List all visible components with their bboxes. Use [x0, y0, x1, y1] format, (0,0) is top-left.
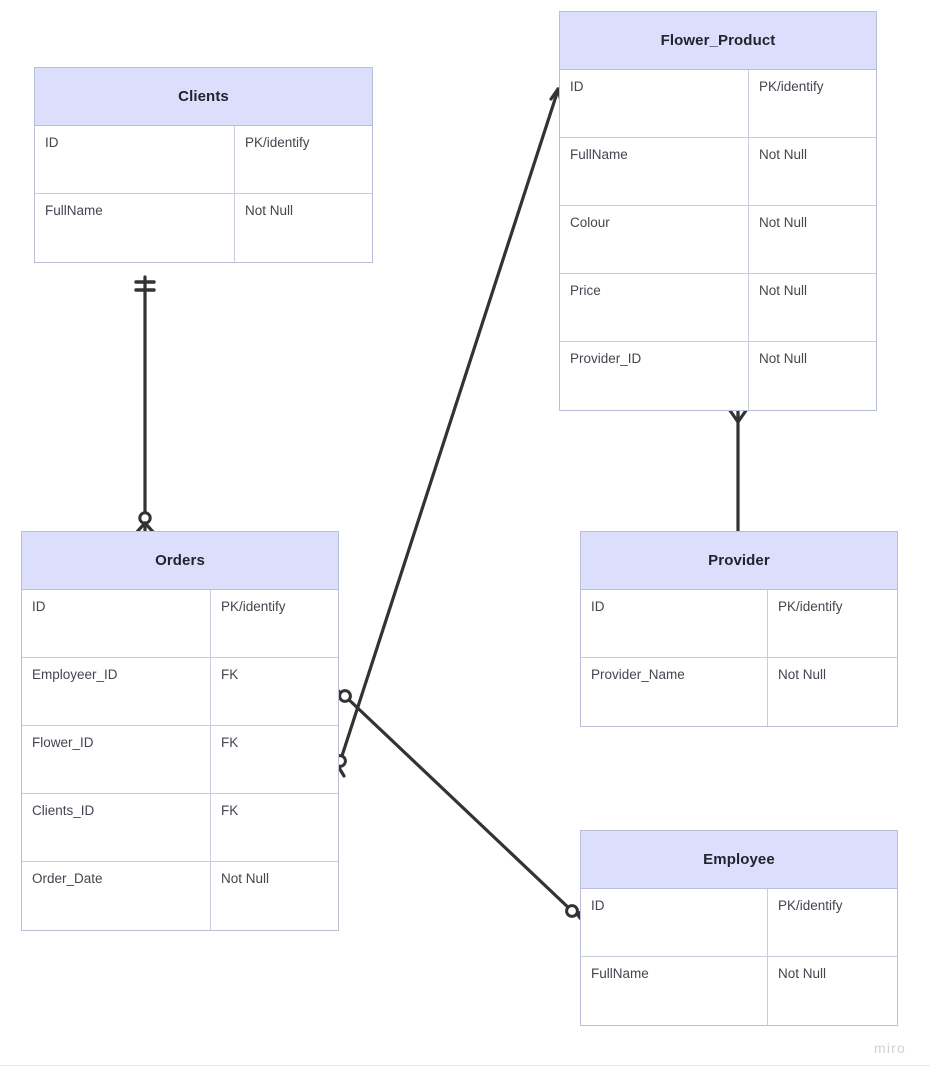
attribute-name: Order_Date	[22, 862, 211, 930]
entity-clients[interactable]: Clients ID PK/identify FullName Not Null	[34, 67, 373, 263]
attribute-constraint: Not Null	[759, 351, 808, 366]
attribute-constraint: Not Null	[759, 147, 808, 162]
attribute-row[interactable]: FullName Not Null	[560, 138, 876, 206]
attribute-name: FullName	[581, 957, 768, 1025]
attribute-row[interactable]: Price Not Null	[560, 274, 876, 342]
attribute-constraint: PK/identify	[778, 599, 843, 614]
attribute-row[interactable]: Flower_ID FK	[22, 726, 338, 794]
attribute-name: ID	[581, 590, 768, 657]
attribute-name: ID	[560, 70, 749, 137]
entity-title-clients: Clients	[35, 68, 372, 126]
attribute-constraint: FK	[221, 667, 239, 682]
entity-orders[interactable]: Orders ID PK/identify Employeer_ID FK Fl…	[21, 531, 339, 931]
attribute-constraint: FK	[221, 735, 239, 750]
attribute-name: Price	[560, 274, 749, 341]
attribute-constraint: Not Null	[245, 203, 294, 218]
attribute-constraint: PK/identify	[221, 599, 286, 614]
attribute-name: ID	[35, 126, 235, 193]
attribute-constraint: Not Null	[778, 966, 827, 981]
attribute-constraint: PK/identify	[759, 79, 824, 94]
entity-provider[interactable]: Provider ID PK/identify Provider_Name No…	[580, 531, 898, 727]
attribute-row[interactable]: Colour Not Null	[560, 206, 876, 274]
attribute-row[interactable]: Provider_ID Not Null	[560, 342, 876, 410]
attribute-name: Flower_ID	[22, 726, 211, 793]
attribute-row[interactable]: FullName Not Null	[35, 194, 372, 262]
attribute-row[interactable]: ID PK/identify	[581, 590, 897, 658]
attribute-constraint: PK/identify	[778, 898, 843, 913]
connector-clients-orders	[134, 275, 156, 535]
attribute-constraint: Not Null	[759, 283, 808, 298]
attribute-name: Provider_Name	[581, 658, 768, 726]
attribute-row[interactable]: Clients_ID FK	[22, 794, 338, 862]
entity-flower-product[interactable]: Flower_Product ID PK/identify FullName N…	[559, 11, 877, 411]
attribute-name: Colour	[560, 206, 749, 273]
miro-watermark: miro	[873, 1040, 906, 1056]
attribute-row[interactable]: ID PK/identify	[581, 889, 897, 957]
entity-title-provider: Provider	[581, 532, 897, 590]
bottom-divider	[0, 1065, 930, 1066]
attribute-name: ID	[581, 889, 768, 956]
attribute-row[interactable]: ID PK/identify	[22, 590, 338, 658]
attribute-row[interactable]: FullName Not Null	[581, 957, 897, 1025]
connector-provider-flowerproduct	[727, 407, 749, 533]
attribute-name: FullName	[560, 138, 749, 205]
attribute-row[interactable]: Provider_Name Not Null	[581, 658, 897, 726]
attribute-row[interactable]: Employeer_ID FK	[22, 658, 338, 726]
attribute-name: Employeer_ID	[22, 658, 211, 725]
attribute-constraint: PK/identify	[245, 135, 310, 150]
attribute-name: FullName	[35, 194, 235, 262]
attribute-constraint: Not Null	[778, 667, 827, 682]
attribute-name: Clients_ID	[22, 794, 211, 861]
attribute-name: ID	[22, 590, 211, 657]
entity-title-orders: Orders	[22, 532, 338, 590]
entity-title-flower-product: Flower_Product	[560, 12, 876, 70]
attribute-row[interactable]: Order_Date Not Null	[22, 862, 338, 930]
entity-employee[interactable]: Employee ID PK/identify FullName Not Nul…	[580, 830, 898, 1026]
connector-orders-employee	[327, 682, 590, 925]
attribute-row[interactable]: ID PK/identify	[560, 70, 876, 138]
attribute-constraint: Not Null	[221, 871, 270, 886]
attribute-constraint: FK	[221, 803, 239, 818]
attribute-row[interactable]: ID PK/identify	[35, 126, 372, 194]
entity-title-employee: Employee	[581, 831, 897, 889]
attribute-constraint: Not Null	[759, 215, 808, 230]
attribute-name: Provider_ID	[560, 342, 749, 410]
